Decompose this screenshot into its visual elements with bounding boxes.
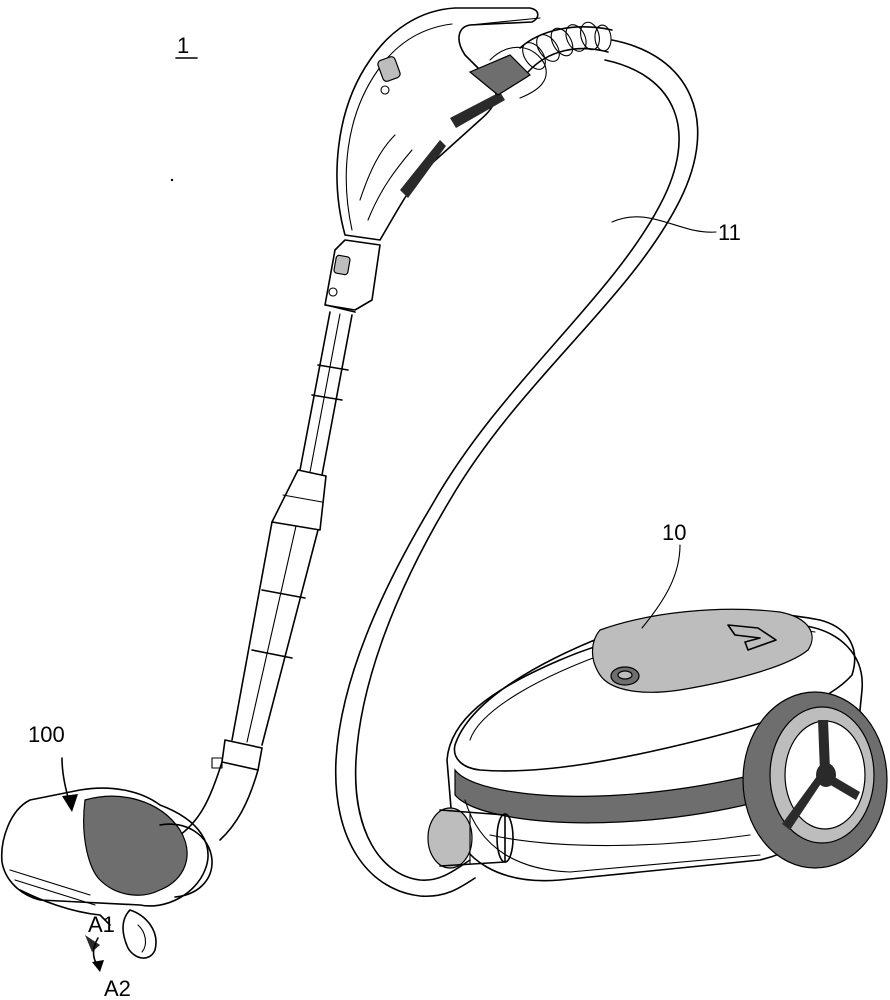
body-cover (591, 608, 813, 693)
label-nozzle: 100 (28, 722, 65, 747)
hose (334, 21, 699, 898)
label-hose: 11 (718, 220, 741, 245)
hose-corrugation (519, 21, 613, 73)
wand (179, 239, 381, 841)
stray-dot (170, 178, 174, 182)
label-a1: A1 (88, 912, 115, 937)
handle (336, 7, 547, 241)
label-body: 10 (662, 520, 686, 545)
leader-body (641, 544, 681, 629)
body-inlet (427, 807, 473, 869)
handle-switch (377, 56, 401, 82)
nozzle (0, 787, 213, 959)
arrow-nozzle-head (62, 794, 78, 812)
leader-hose (611, 216, 717, 233)
wand-button (333, 254, 351, 276)
label-a2: A2 (104, 976, 131, 1000)
arrow-a2-head (92, 960, 104, 972)
label-assembly: 1 (177, 33, 189, 58)
rear-wheel (742, 691, 888, 869)
